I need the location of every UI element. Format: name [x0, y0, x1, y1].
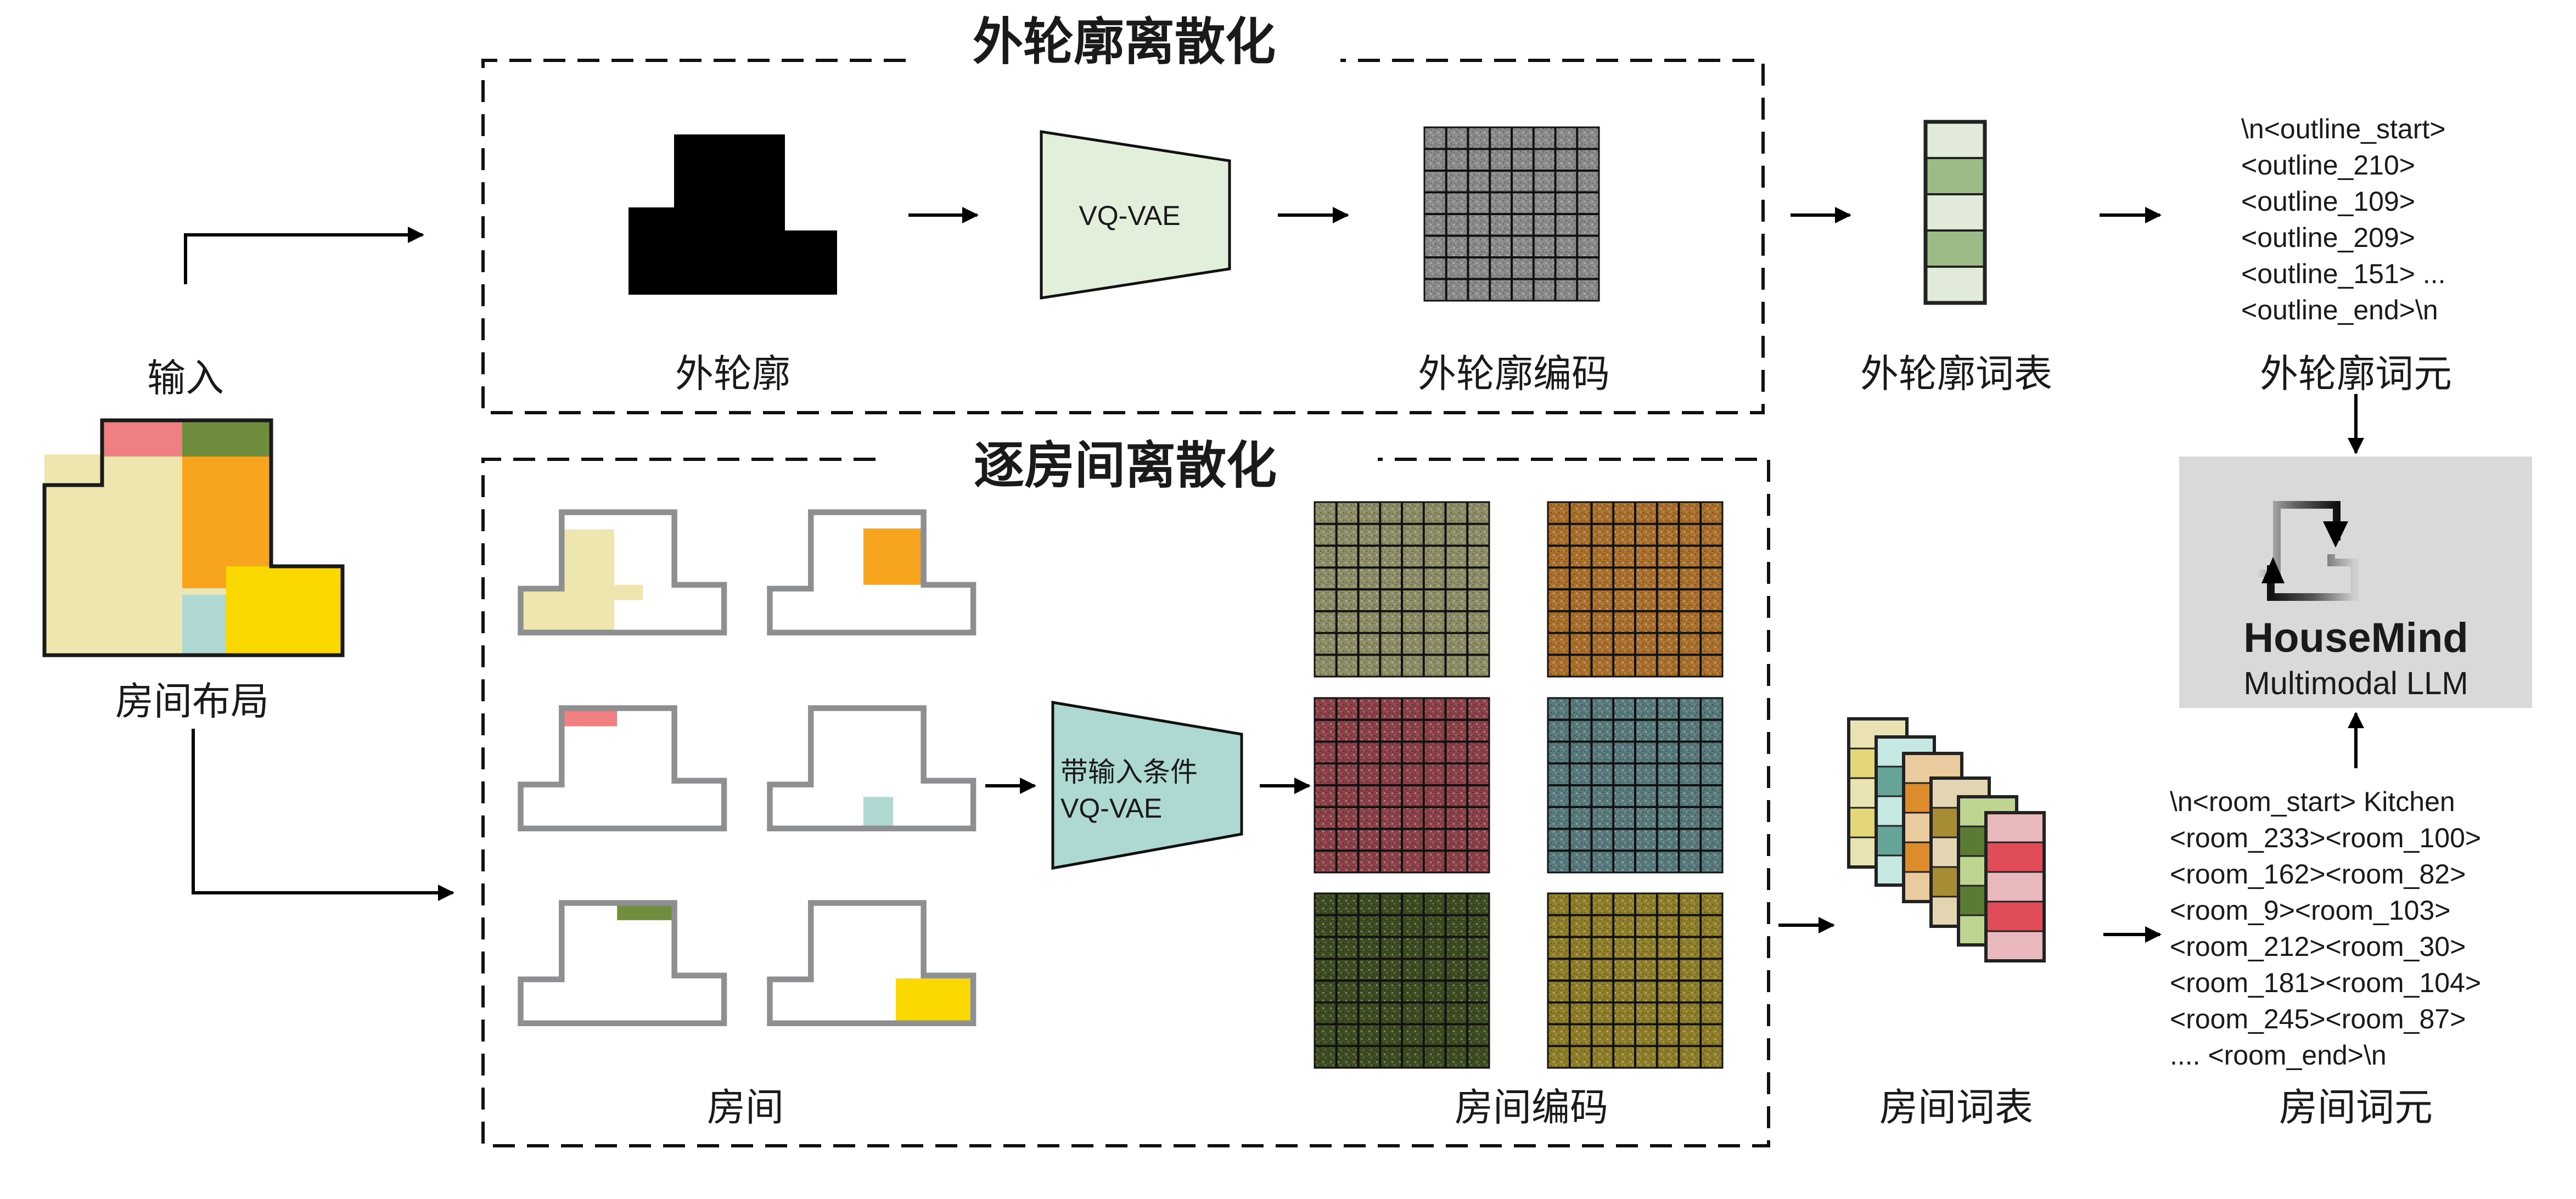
outline-code-grid — [1423, 126, 1600, 302]
outline-section-title: 外轮廓离散化 — [973, 13, 1276, 71]
conditional-vqvae-encoder — [1051, 701, 1243, 870]
conditional-encoder-label-line1: 带输入条件 — [1060, 756, 1198, 788]
vocab-entry — [1985, 930, 2045, 962]
outline-token: <outline_151> ... — [2241, 258, 2446, 289]
vocab-border — [1923, 120, 1987, 305]
vocab-entry — [1985, 871, 2045, 903]
arrow-layout-to-rooms — [192, 729, 454, 901]
housemind-model: HouseMind Multimodal LLM — [2179, 457, 2532, 708]
room-mask — [767, 705, 976, 831]
room-token: .... <room_end>\n — [2170, 1040, 2387, 1071]
room-mask — [767, 509, 976, 635]
model-subtitle: Multimodal LLM — [2243, 666, 2468, 701]
code-grid-border — [1547, 501, 1724, 678]
room-mask-outline — [518, 900, 727, 1026]
room-mask-grid — [518, 509, 976, 1026]
room-token: <room_9><room_103> — [2170, 895, 2450, 926]
room-mask-fill — [896, 978, 974, 1021]
room-token: <room_245><room_87> — [2170, 1004, 2466, 1034]
room-mask-outline — [518, 509, 727, 635]
conditional-encoder-label-line2: VQ-VAE — [1060, 793, 1162, 824]
vocab-entry — [1924, 229, 1986, 268]
outline-token: <outline_210> — [2241, 150, 2415, 181]
outline-vocab-bar — [1923, 120, 1987, 305]
code-grid-border — [1547, 892, 1724, 1069]
room-token-list: \n<room_start> Kitchen <room_233><room_1… — [2170, 786, 2481, 1071]
outline-section-frame — [481, 59, 1765, 414]
outline-token: <outline_end>\n — [2241, 295, 2438, 325]
room-vocab-stack — [1847, 717, 2046, 962]
room-mask-fill — [520, 529, 643, 633]
outline-token: <outline_109> — [2241, 186, 2415, 217]
room-mask-fill — [863, 528, 925, 585]
room-vocab-label: 房间词表 — [1879, 1085, 2033, 1130]
code-grid-border — [1314, 697, 1490, 874]
outline-tokens-label: 外轮廓词元 — [2260, 351, 2452, 396]
outline-vocab-label: 外轮廓词表 — [1860, 351, 2052, 396]
room-teal — [182, 595, 226, 654]
code-grid-border — [1314, 501, 1490, 678]
outline-shape — [628, 134, 837, 295]
vocab-border — [1984, 811, 2046, 962]
room-code-grid — [1314, 501, 1490, 678]
room-token: <room_212><room_30> — [2170, 931, 2466, 962]
room-tokens-label: 房间词元 — [2279, 1085, 2433, 1130]
input-floor-plan — [42, 418, 345, 657]
arrow-input-to-outline — [184, 227, 424, 284]
room-code-grid — [1547, 501, 1724, 678]
outline-token: \n<outline_start> — [2241, 114, 2446, 144]
room-code-grid — [1314, 892, 1490, 1069]
vqvae-encoder — [1040, 130, 1231, 300]
vocab-entry — [1985, 900, 2045, 932]
vocab-bar — [1984, 811, 2046, 962]
room-section-frame — [481, 458, 1770, 1147]
room-green — [182, 420, 270, 457]
room-mask-outline — [767, 705, 976, 831]
room-living-beige — [44, 454, 183, 654]
room-token: <room_162><room_82> — [2170, 859, 2466, 890]
room-mask-fill — [562, 708, 618, 727]
room-yellow — [226, 566, 343, 654]
code-grid-border — [1423, 126, 1600, 302]
room-code-grids — [1314, 501, 1724, 1069]
vocab-entry — [1985, 841, 2045, 873]
code-grid-border — [1547, 697, 1724, 874]
room-token: <room_181><room_104> — [2170, 967, 2481, 998]
vocab-entry — [1985, 812, 2045, 843]
room-code-grid — [1314, 697, 1490, 874]
room-token: \n<room_start> Kitchen — [2170, 786, 2455, 817]
room-mask-outline — [518, 705, 727, 831]
outline-code-grid-cells — [1423, 126, 1600, 302]
floor-plan-outline — [42, 418, 345, 657]
room-code-grid — [1547, 697, 1724, 874]
code-grid-border — [1314, 892, 1490, 1069]
room-mask-outline — [767, 900, 976, 1026]
layout-label: 房间布局 — [115, 679, 269, 724]
vocab-entry — [1924, 193, 1986, 232]
input-label: 输入 — [147, 356, 224, 401]
outline-code-label: 外轮廓编码 — [1418, 351, 1610, 396]
room-mask-fill — [863, 797, 893, 827]
housemind-logo-icon — [2259, 501, 2359, 601]
room-section-title: 逐房间离散化 — [974, 436, 1277, 495]
room-mask — [518, 509, 727, 635]
room-mask — [767, 900, 976, 1026]
vocab-entry — [1924, 121, 1986, 159]
room-code-label: 房间编码 — [1455, 1085, 1608, 1130]
model-name: HouseMind — [2243, 615, 2468, 661]
room-code-grid — [1547, 892, 1724, 1069]
vqvae-label: VQ-VAE — [1079, 200, 1180, 231]
outline-token-list: \n<outline_start> <outline_210> <outline… — [2241, 114, 2446, 325]
outline-label: 外轮廓 — [675, 351, 790, 396]
room-mask — [518, 900, 727, 1026]
vocab-entry — [1924, 157, 1986, 195]
room-token: <room_233><room_100> — [2170, 823, 2481, 853]
room-mask-outline — [767, 509, 976, 635]
outline-token: <outline_209> — [2241, 222, 2415, 253]
vocab-entry — [1924, 266, 1986, 304]
room-mask — [518, 705, 727, 831]
rooms-label: 房间 — [707, 1085, 784, 1130]
room-pink — [102, 420, 182, 457]
